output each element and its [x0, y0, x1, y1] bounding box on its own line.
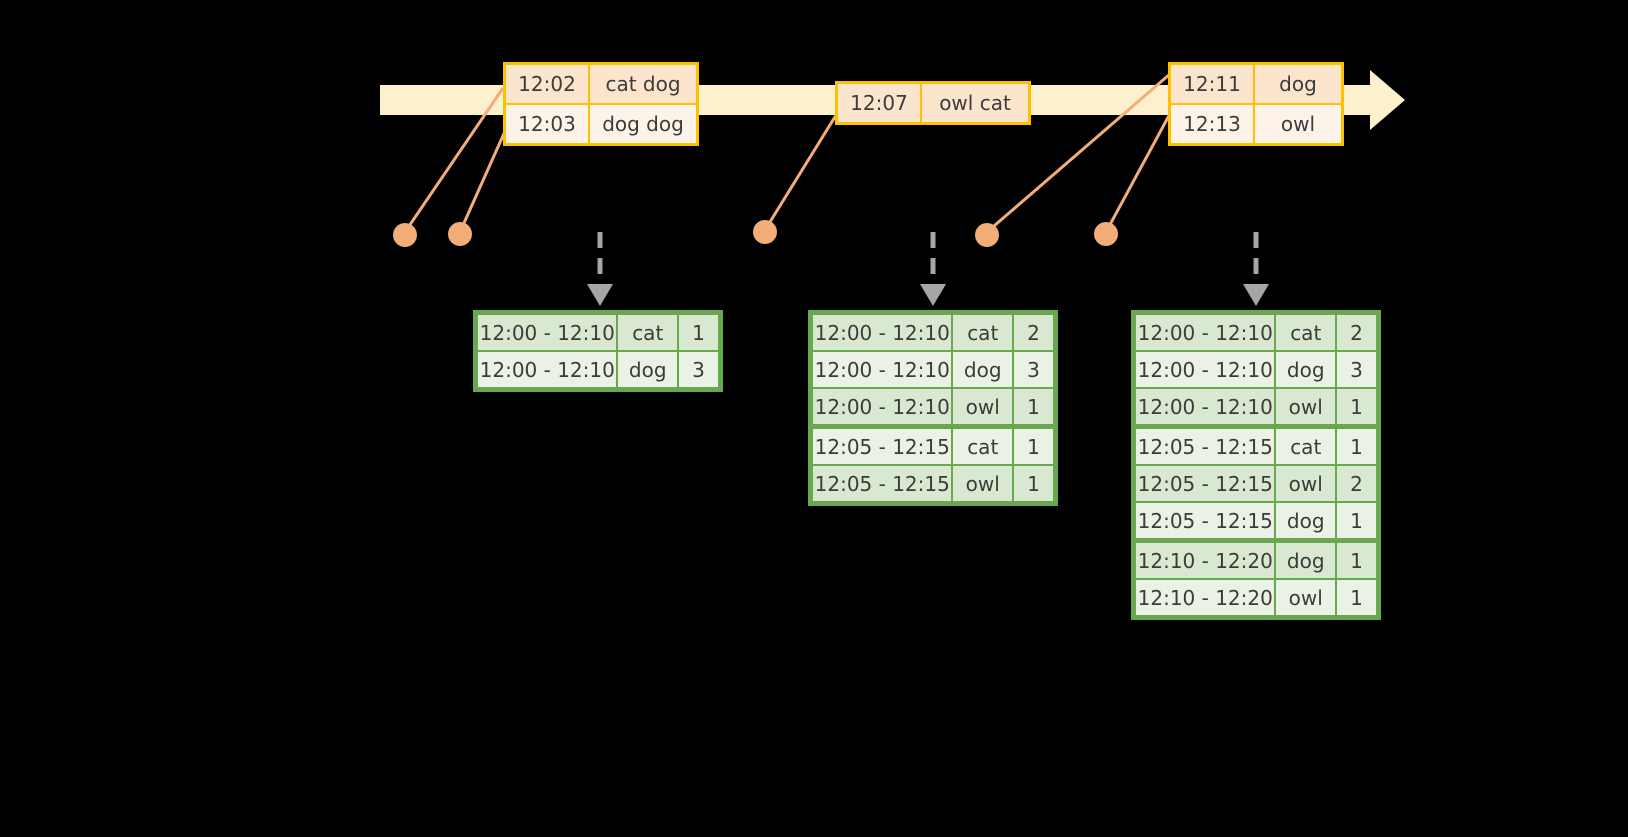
result-range: 12:05 - 12:15 — [1136, 429, 1275, 464]
result-word: owl — [1276, 580, 1335, 615]
result-word: owl — [1276, 389, 1335, 424]
result-range: 12:00 - 12:10 — [478, 352, 617, 387]
event-row: 12:02 cat dog — [506, 65, 696, 103]
event-group-2[interactable]: 12:07 owl cat — [835, 81, 1031, 125]
result-word: cat — [618, 315, 677, 350]
event-row: 12:03 dog dog — [506, 103, 696, 143]
event-dot — [448, 222, 472, 246]
event-time: 12:13 — [1171, 105, 1255, 143]
result-word: cat — [953, 429, 1012, 464]
result-word: dog — [618, 352, 677, 387]
result-word: dog — [1276, 503, 1335, 538]
result-range: 12:00 - 12:10 — [813, 389, 952, 424]
group-separator — [812, 425, 1054, 428]
result-count: 1 — [1014, 429, 1054, 464]
result-count: 1 — [1014, 389, 1054, 424]
result-count: 1 — [679, 315, 719, 350]
event-row: 12:11 dog — [1171, 65, 1341, 103]
event-row: 12:13 owl — [1171, 103, 1341, 143]
result-count: 3 — [679, 352, 719, 387]
result-count: 1 — [1337, 503, 1377, 538]
flow-arrow-down — [587, 232, 613, 306]
result-word: cat — [1276, 315, 1335, 350]
result-range: 12:00 - 12:10 — [813, 315, 952, 350]
result-word: owl — [953, 389, 1012, 424]
event-payload: owl cat — [922, 84, 1028, 122]
result-word: dog — [1276, 543, 1335, 578]
result-count: 1 — [1337, 389, 1377, 424]
group-separator — [1135, 425, 1377, 428]
result-count: 3 — [1014, 352, 1054, 387]
event-time: 12:11 — [1171, 65, 1255, 103]
event-dot — [753, 220, 777, 244]
event-dot — [393, 223, 417, 247]
result-range: 12:00 - 12:10 — [813, 352, 952, 387]
result-range: 12:00 - 12:10 — [1136, 352, 1275, 387]
timeline-arrow-head — [1370, 70, 1405, 130]
event-payload: dog dog — [590, 105, 696, 143]
result-range: 12:05 - 12:15 — [813, 466, 952, 501]
result-count: 1 — [1337, 543, 1377, 578]
result-word: dog — [953, 352, 1012, 387]
result-count: 2 — [1014, 315, 1054, 350]
event-row: 12:07 owl cat — [838, 84, 1028, 122]
result-range: 12:05 - 12:15 — [1136, 466, 1275, 501]
event-time: 12:03 — [506, 105, 590, 143]
result-range: 12:00 - 12:10 — [478, 315, 617, 350]
flow-arrow-down — [1243, 232, 1269, 306]
result-range: 12:10 - 12:20 — [1136, 543, 1275, 578]
result-word: cat — [1276, 429, 1335, 464]
flow-arrow-down — [920, 232, 946, 306]
event-payload: owl — [1255, 105, 1341, 143]
result-count: 1 — [1014, 466, 1054, 501]
result-count: 2 — [1337, 466, 1377, 501]
event-payload: dog — [1255, 65, 1341, 103]
group-separator — [1135, 539, 1377, 542]
result-word: dog — [1276, 352, 1335, 387]
event-group-1[interactable]: 12:02 cat dog 12:03 dog dog — [503, 62, 699, 146]
result-range: 12:10 - 12:20 — [1136, 580, 1275, 615]
result-range: 12:05 - 12:15 — [813, 429, 952, 464]
event-payload: cat dog — [590, 65, 696, 103]
result-word: owl — [1276, 466, 1335, 501]
result-count: 1 — [1337, 580, 1377, 615]
result-count: 3 — [1337, 352, 1377, 387]
event-time: 12:07 — [838, 84, 922, 122]
result-word: cat — [953, 315, 1012, 350]
result-range: 12:00 - 12:10 — [1136, 389, 1275, 424]
event-dot — [975, 223, 999, 247]
result-range: 12:00 - 12:10 — [1136, 315, 1275, 350]
result-count: 1 — [1337, 429, 1377, 464]
result-range: 12:05 - 12:15 — [1136, 503, 1275, 538]
event-group-3[interactable]: 12:11 dog 12:13 owl — [1168, 62, 1344, 146]
result-word: owl — [953, 466, 1012, 501]
event-time: 12:02 — [506, 65, 590, 103]
result-count: 2 — [1337, 315, 1377, 350]
event-dot — [1094, 222, 1118, 246]
